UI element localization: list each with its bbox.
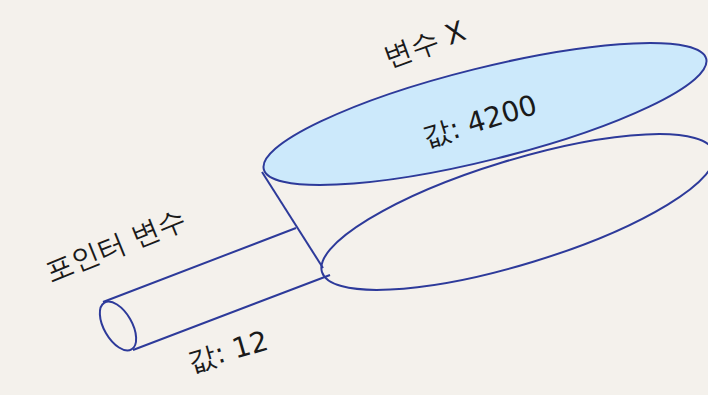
variable-name: 포인터 변수 xyxy=(41,204,191,288)
variable-ellipse xyxy=(253,14,708,214)
pan-side-line xyxy=(262,172,323,268)
variable-value: 값: 12 xyxy=(184,326,271,378)
variable-node: 변수 X값: 4200 xyxy=(255,15,708,215)
variable-name: 변수 X xyxy=(380,16,470,74)
handle-end xyxy=(92,296,143,357)
pointer-node: 포인터 변수값: 12 xyxy=(5,195,335,385)
